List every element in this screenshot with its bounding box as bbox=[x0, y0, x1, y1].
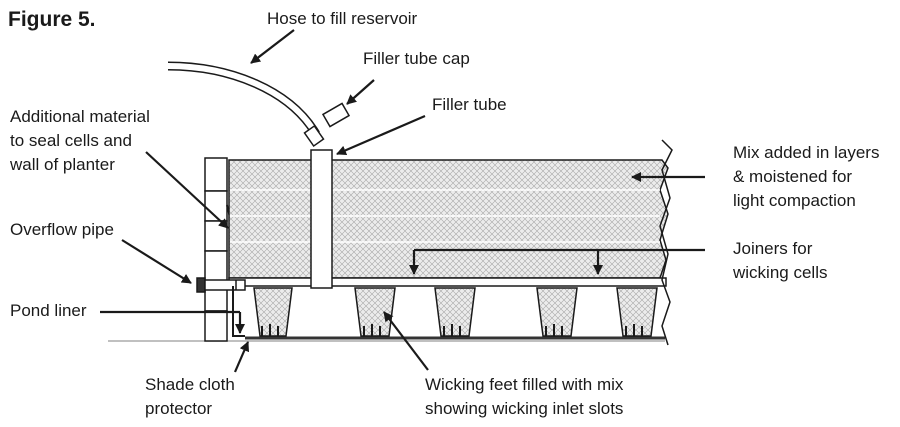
planter-wall bbox=[204, 157, 228, 342]
wicking-feet-label: Wicking feet filled with mix showing wic… bbox=[425, 375, 628, 418]
filler-tube bbox=[310, 149, 333, 289]
mix-layers-label: Mix added in layers & moistened for ligh… bbox=[733, 143, 884, 210]
mix-layer-lines bbox=[230, 189, 660, 243]
mix-volume bbox=[228, 159, 669, 279]
section-break-line bbox=[659, 139, 673, 346]
leader-arrows bbox=[100, 29, 705, 373]
additional-material-label: Additional material to seal cells and wa… bbox=[9, 107, 155, 174]
wicking-feet-arrow bbox=[383, 311, 429, 371]
hose-arrow bbox=[250, 29, 295, 64]
filler-cap-arrow bbox=[346, 79, 375, 105]
wicking-foot bbox=[434, 287, 476, 337]
wicking-foot bbox=[354, 287, 396, 337]
overflow-pipe-arrow bbox=[121, 239, 192, 284]
overflow-pipe-label: Overflow pipe bbox=[10, 220, 114, 239]
pond-liner-line bbox=[232, 286, 245, 337]
filler-cap-label: Filler tube cap bbox=[363, 49, 470, 68]
wicking-feet bbox=[253, 287, 658, 337]
joiners-label: Joiners for wicking cells bbox=[732, 239, 827, 282]
shade-cloth-label: Shade cloth protector bbox=[145, 375, 240, 418]
figure-title: Figure 5. bbox=[8, 8, 96, 31]
shade-cloth-arrow bbox=[233, 341, 250, 373]
pond-liner-label: Pond liner bbox=[10, 301, 87, 320]
hose-body bbox=[167, 63, 319, 136]
wicking-foot bbox=[536, 287, 578, 337]
overflow-pipe bbox=[196, 277, 246, 293]
additional-material-arrow bbox=[145, 151, 229, 229]
filler-tube-arrow bbox=[336, 114, 426, 156]
hose-label: Hose to fill reservoir bbox=[267, 9, 418, 28]
wicking-cell-tray bbox=[228, 277, 667, 287]
wicking-foot bbox=[616, 287, 658, 337]
hose-nozzle bbox=[303, 124, 325, 148]
filler-tube-label: Filler tube bbox=[432, 95, 507, 114]
filler-tube-cap bbox=[321, 102, 351, 128]
wicking-foot bbox=[253, 287, 293, 337]
